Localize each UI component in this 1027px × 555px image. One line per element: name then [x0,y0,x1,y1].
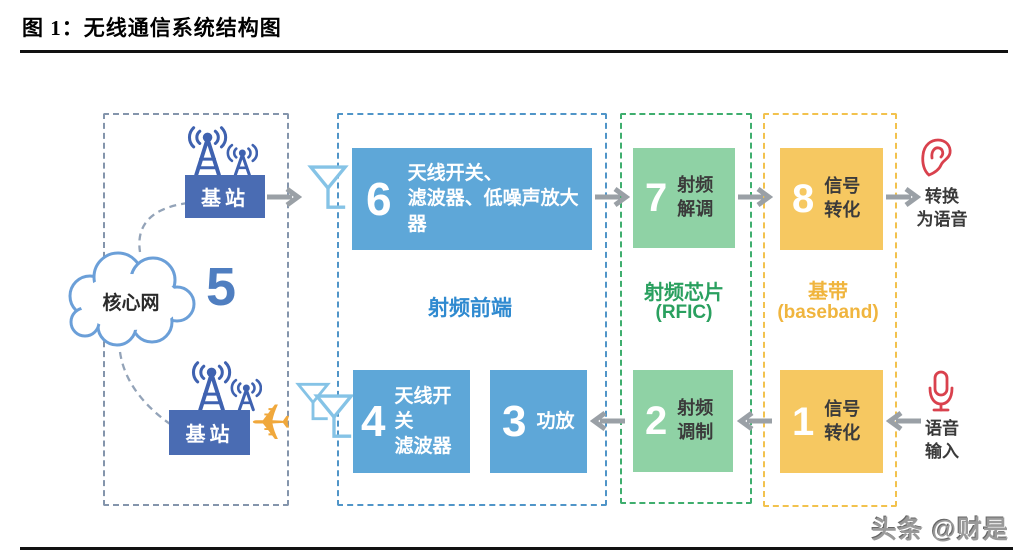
microphone-icon [928,370,954,412]
voice-output-line: 为语音 [916,209,968,229]
phone-antenna-icon [295,382,331,421]
block-text-line: 射频 [677,398,714,419]
block-text-line: 滤波器 [394,436,452,458]
block-text-line: 信号 [824,176,861,197]
base-station-bottom: 基站 [169,410,250,455]
base-station-bottom-label: 基站 [185,424,234,446]
block-2-rf-modulation: 2 射频 调制 [633,370,733,472]
cell-tower-icon [191,361,262,412]
arrow-right-icon [886,186,921,208]
rf-frontend-label: 射频前端 [428,297,512,320]
arrow-left-icon [737,410,772,432]
phone-antenna-icon [313,394,355,438]
baseband-sublabel: (baseband) [777,302,879,323]
block-text-line: 天线开关 [394,385,452,432]
block-text-line: 转化 [824,422,861,443]
block-text-line: 调制 [677,422,714,442]
core-network-cloud [68,251,196,347]
watermark: 头条 @财是 [871,516,1009,544]
voice-output-line: 转换 [925,187,959,206]
block-4-antenna-switch-filter: 4 天线开关 滤波器 [353,370,470,473]
arrow-right-icon [595,186,630,208]
block-7-rf-demodulation: 7 射频 解调 [633,148,735,248]
block-number: 7 [645,176,668,220]
block-text-line: 转化 [824,200,861,220]
block-number: 2 [645,399,668,443]
voice-input-label: 语音 输入 [902,418,982,464]
block-text-line: 信号 [824,398,861,419]
bottom-divider [20,547,1013,550]
cell-tower-icon [187,126,258,177]
rfic-label: 射频芯片 [644,282,724,304]
step-number-5: 5 [206,257,237,317]
ear-icon [921,138,952,177]
figure-title: 图 1：无线通信系统结构图 [22,16,282,40]
block-number: 4 [361,396,386,446]
core-network-label: 核心网 [102,293,160,314]
airplane-icon: ✈ [250,394,292,452]
voice-input-line: 语音 [925,419,959,438]
block-text-line: 解调 [677,199,714,219]
title-divider [20,50,1008,53]
baseband-section-box [763,113,897,507]
base-station-top-label: 基站 [201,188,249,210]
rfic-section-box [620,113,752,504]
rfic-sublabel: (RFIC) [655,302,713,323]
block-number: 3 [502,396,527,446]
block-text-line: 功放 [536,410,575,432]
block-8-signal-conversion: 8 信号 转化 [780,148,883,250]
rf-frontend-section-box [337,113,607,506]
base-station-top: 基站 [185,175,265,218]
arrow-right-icon [738,186,773,208]
block-6-antenna-switch-filter-lna: 6 天线开关、 滤波器、低噪声放大器 [352,148,592,250]
block-text-line: 天线开关、 [407,163,503,185]
block-number: 1 [792,399,815,444]
voice-output-label: 转换 为语音 [902,186,982,232]
block-text-line: 滤波器、低噪声放大器 [407,188,579,235]
block-number: 6 [366,173,392,225]
block-1-signal-conversion: 1 信号 转化 [780,370,883,473]
arrow-right-icon [267,186,302,208]
voice-input-line: 输入 [925,441,959,461]
block-text-line: 射频 [677,175,714,196]
arrow-left-icon [590,410,625,432]
phone-antenna-icon [307,165,349,209]
block-number: 8 [792,177,815,221]
block-3-power-amplifier: 3 功放 [490,370,587,473]
arrow-left-icon [886,410,921,432]
baseband-label: 基带 [808,281,848,303]
